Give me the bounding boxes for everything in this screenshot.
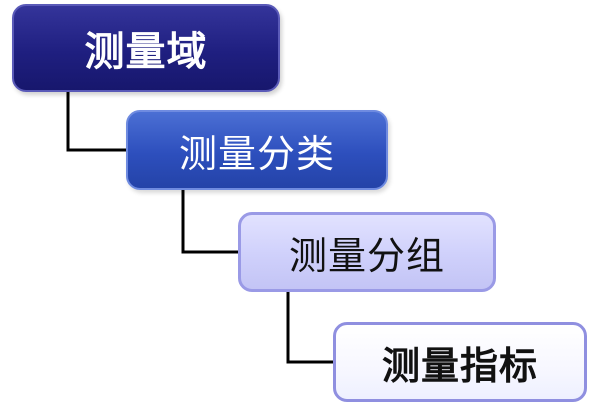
node-label: 测量分类 — [178, 131, 335, 176]
node-label: 测量域 — [84, 29, 208, 75]
connector-category-to-group — [181, 190, 238, 254]
connector-domain-to-category — [66, 92, 126, 152]
node-measurement-group: 测量分组 — [238, 212, 496, 292]
node-measurement-metric: 测量指标 — [333, 322, 587, 402]
node-measurement-domain: 测量域 — [12, 4, 280, 92]
node-label: 测量分组 — [288, 233, 445, 278]
node-label: 测量指标 — [381, 343, 538, 388]
node-measurement-category: 测量分类 — [126, 110, 388, 190]
connector-group-to-metric — [286, 292, 333, 364]
